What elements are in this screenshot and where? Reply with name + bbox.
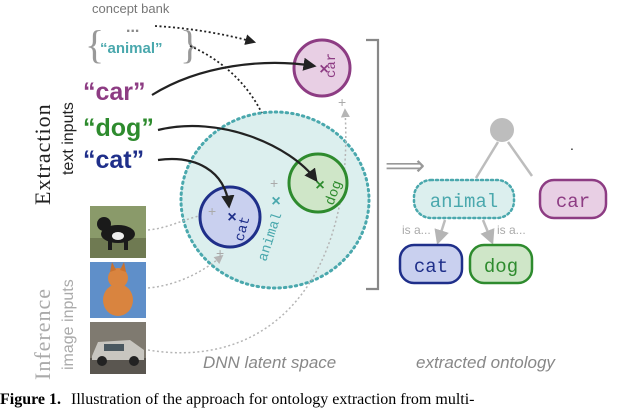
cat-gray-plus-1: + bbox=[208, 203, 216, 219]
concept-bank-ellipsis: ... bbox=[126, 19, 139, 36]
car-gray-plus: + bbox=[338, 94, 346, 110]
image-arrow-cat bbox=[147, 254, 224, 289]
extraction-label: Extraction bbox=[30, 103, 55, 205]
implies-arrow: ⟹ bbox=[385, 149, 425, 182]
ontology-caption: extracted ontology bbox=[416, 353, 556, 372]
cat-gray-plus-2: + bbox=[216, 245, 224, 261]
ontology-dog-label: dog bbox=[484, 256, 518, 278]
cat-latent-cluster bbox=[198, 185, 262, 249]
ontology-animal-label: animal bbox=[430, 191, 498, 213]
ontology-isa-label-cat: is a... bbox=[402, 223, 431, 237]
ontology-edge-animal-cat bbox=[434, 219, 449, 245]
animal-latent-cross: × bbox=[271, 193, 280, 210]
image-input-cat-photo bbox=[90, 262, 146, 318]
figure-caption: Figure 1. Illustration of the approach fo… bbox=[0, 389, 640, 410]
ontology-cat-node bbox=[398, 243, 464, 285]
cat-latent-label: cat bbox=[232, 215, 254, 244]
ontology-edge-root-animal bbox=[474, 141, 500, 179]
text-inputs-label: text inputs bbox=[60, 102, 77, 175]
ontology-edge-animal-dog bbox=[480, 219, 495, 245]
latent-bracket bbox=[366, 38, 380, 291]
concept-bank-label: concept bank bbox=[92, 1, 170, 16]
car-latent-cluster bbox=[292, 38, 352, 98]
inference-label: Inference bbox=[30, 288, 55, 380]
animal-gray-plus: + bbox=[270, 175, 278, 191]
car-latent-cross: × bbox=[319, 61, 328, 78]
dog-latent-cluster bbox=[287, 152, 349, 214]
figure-caption-label: Figure 1. bbox=[0, 391, 62, 408]
car-latent-label: car bbox=[324, 53, 340, 78]
image-arrow-dog bbox=[147, 210, 210, 231]
ontology-car-node bbox=[538, 178, 608, 220]
image-input-dog-photo bbox=[90, 206, 146, 258]
image-input-car-photo bbox=[90, 322, 146, 374]
text-input-dog: “dog” bbox=[83, 114, 154, 142]
ontology-animal-node bbox=[412, 178, 516, 220]
ontology-cat-label: cat bbox=[414, 256, 448, 278]
concept-bank-arrow-top bbox=[154, 25, 257, 45]
latent-space-caption: DNN latent space bbox=[203, 353, 336, 372]
ontology-dog-node bbox=[468, 243, 534, 285]
image-inputs-label: image inputs bbox=[60, 279, 77, 370]
text-input-cat: “cat” bbox=[83, 146, 144, 174]
concept-bank-right-brace: } bbox=[180, 22, 199, 67]
ontology-edge-root-car bbox=[506, 141, 534, 177]
concept-bank-animal: “animal” bbox=[100, 40, 163, 57]
text-arrow-car bbox=[151, 57, 317, 96]
concept-bank-left-brace: { bbox=[85, 22, 104, 67]
ontology-car-label: car bbox=[556, 191, 590, 213]
ontology-dot: . bbox=[570, 137, 574, 153]
text-arrow-cat bbox=[157, 158, 235, 209]
cat-latent-cross: × bbox=[227, 209, 236, 226]
image-arrow-car bbox=[147, 108, 350, 354]
ontology-root-node bbox=[490, 118, 514, 142]
figure-caption-text: Illustration of the approach for ontolog… bbox=[71, 391, 475, 408]
text-input-car: “car” bbox=[83, 78, 146, 106]
ontology-isa-label-dog: is a... bbox=[497, 223, 526, 237]
dog-latent-cross: × bbox=[315, 177, 324, 194]
text-arrow-dog bbox=[157, 125, 318, 183]
